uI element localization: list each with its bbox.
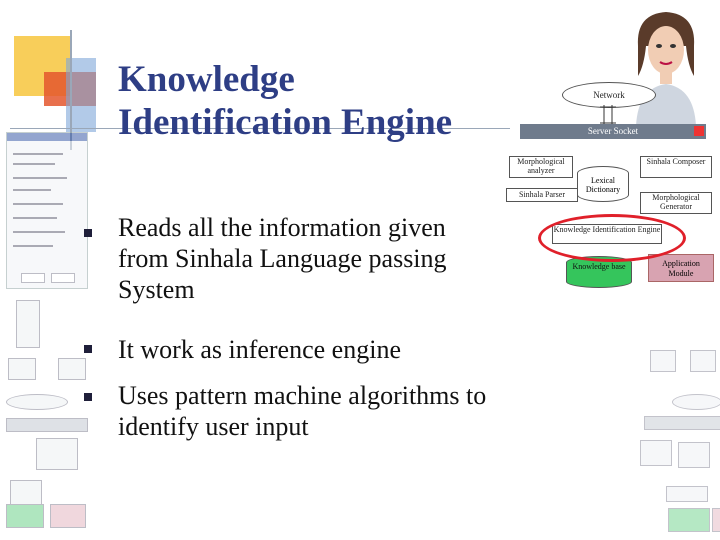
bullet-marker [84, 345, 92, 353]
close-icon [694, 126, 704, 136]
slide-title: Knowledge Identification Engine [118, 58, 452, 144]
decor-horizontal-line [10, 128, 510, 129]
highlight-ellipse [538, 214, 686, 262]
bullet-marker [84, 229, 92, 237]
woman-avatar-icon [636, 12, 696, 126]
sinhala-composer-box: Sinhala Composer [640, 156, 712, 178]
bullet-1-line-3: System [118, 275, 195, 304]
bullet-1-line-2: from Sinhala Language passing [118, 244, 447, 273]
server-socket-bar: Server Socket [520, 124, 706, 139]
title-line-2: Identification Engine [118, 102, 453, 143]
bullet-marker [84, 393, 92, 401]
title-line-1: Knowledge [118, 59, 295, 100]
morphological-analyzer-box: Morphological analyzer [509, 156, 573, 178]
morphological-generator-box: Morphological Generator [640, 192, 712, 214]
server-socket-label: Server Socket [587, 126, 639, 136]
bullet-3-line-1: Uses pattern machine algorithms to [118, 381, 487, 410]
left-app-window [6, 132, 88, 289]
network-link-icon [600, 105, 616, 125]
decor-vertical-line [70, 30, 72, 150]
sinhala-parser-box: Sinhala Parser [506, 188, 578, 202]
right-background-diagram [632, 290, 720, 535]
bullet-3-line-2: identify user input [118, 412, 309, 441]
left-background-screenshot [6, 132, 88, 534]
lexical-dictionary-cylinder: Lexical Dictionary [577, 166, 629, 202]
application-module-box: Application Module [648, 254, 714, 282]
bullet-2-line-1: It work as inference engine [118, 335, 401, 364]
bullet-1-line-1: Reads all the information given [118, 213, 446, 242]
